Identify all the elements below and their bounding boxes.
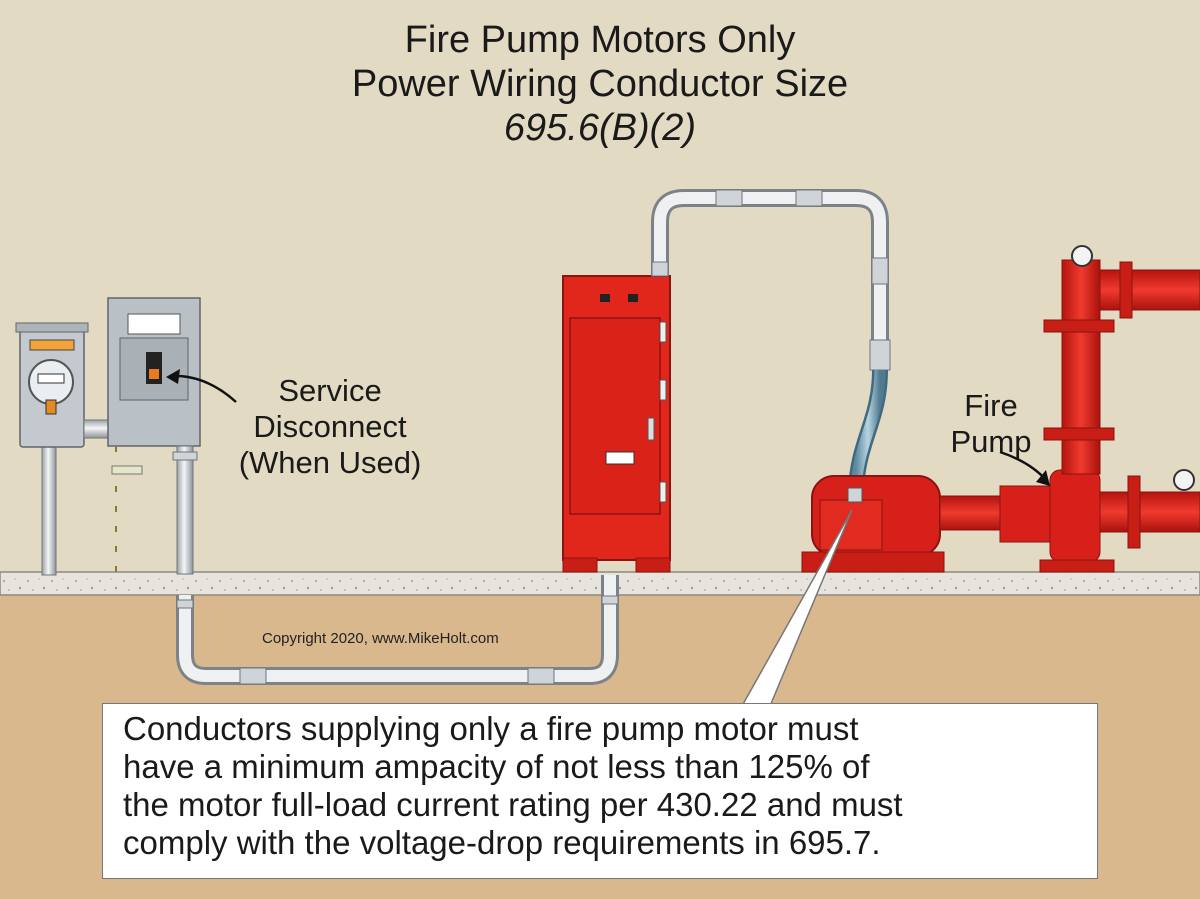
callout-line-4: comply with the voltage-drop requirement…	[123, 824, 881, 861]
fire-pump-label-line-2: Pump	[950, 424, 1032, 459]
callout-box: Conductors supplying only a fire pump mo…	[102, 703, 1098, 879]
copyright-notice: Copyright 2020, www.MikeHolt.com	[262, 630, 499, 647]
service-disconnect-label-line-3: (When Used)	[238, 445, 422, 480]
floor-slab	[0, 571, 1200, 596]
callout-line-1: Conductors supplying only a fire pump mo…	[123, 710, 859, 747]
callout-line-3: the motor full-load current rating per 4…	[123, 786, 903, 823]
service-disconnect-label: Service Disconnect (When Used)	[230, 373, 430, 481]
fire-pump	[999, 245, 1200, 573]
service-disconnect-label-line-2: Disconnect	[253, 409, 407, 444]
disconnect-pointer-arrowhead	[166, 369, 180, 384]
underground-raceway	[176, 575, 619, 685]
callout-line-2: have a minimum ampacity of not less than…	[123, 748, 870, 785]
title-line-2: Power Wiring Conductor Size	[351, 63, 849, 105]
fire-pump-pointer-arrowhead	[1036, 470, 1050, 486]
title-line-1: Fire Pump Motors Only	[404, 19, 796, 61]
utility-meter	[15, 322, 111, 576]
fire-pump-label: Fire Pump	[936, 388, 1046, 460]
flexible-conduit-highlight	[850, 369, 886, 491]
service-disconnect-enclosure	[107, 297, 201, 575]
service-disconnect-label-line-1: Service	[278, 373, 382, 408]
title-line-3: 695.6(B)(2)	[503, 107, 697, 149]
fire-pump-controller	[562, 275, 671, 573]
overhead-raceway	[651, 189, 891, 371]
fire-pump-label-line-1: Fire	[964, 388, 1018, 423]
